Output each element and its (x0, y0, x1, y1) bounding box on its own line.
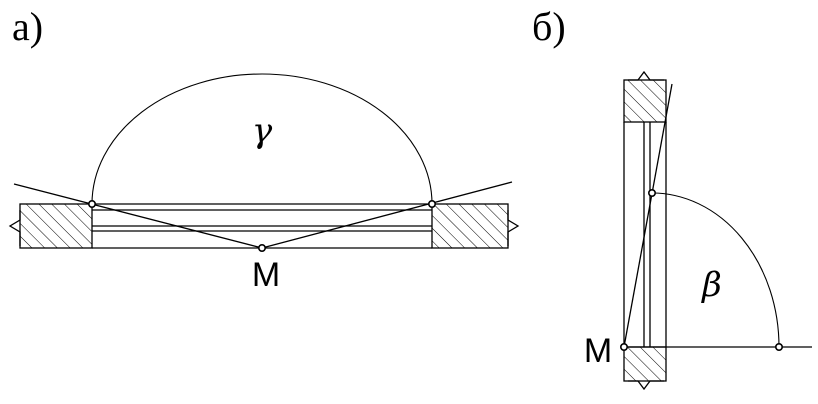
panel-a: а) γ М (8, 4, 520, 294)
sight-line-right (261, 181, 513, 249)
top-wall-break-mark (628, 70, 664, 81)
panel-b-label: б) (532, 4, 566, 49)
point-m-label-a: М (252, 256, 280, 294)
bottom-wall-hatched (623, 346, 667, 382)
angle-arc-beta (651, 192, 780, 348)
reference-end-point (774, 342, 783, 351)
bottom-wall-section (623, 346, 667, 391)
left-wall-break-mark (8, 210, 21, 246)
left-wall-hatched (19, 203, 93, 249)
window-opening-vertical (623, 122, 667, 347)
angle-label-gamma: γ (252, 111, 273, 151)
sight-line-vertical (623, 83, 673, 348)
angle-arc-gamma (91, 73, 433, 205)
right-wall-break-mark (507, 210, 520, 246)
opening-edge-point-right (427, 200, 436, 209)
top-wall-section (623, 70, 667, 123)
point-m-b (619, 342, 628, 351)
right-wall-hatched (431, 203, 509, 249)
point-m-a (257, 244, 266, 253)
panel-b: б) β М (532, 4, 812, 391)
opening-top-point (647, 189, 656, 198)
panel-a-label: а) (12, 4, 43, 49)
bottom-wall-break-mark (628, 380, 664, 391)
sight-line-left (13, 183, 263, 249)
opening-edge-point-left (88, 200, 97, 209)
top-wall-hatched (623, 79, 667, 123)
window-opening (92, 203, 432, 249)
right-wall-section (431, 203, 520, 249)
point-m-label-b: М (584, 332, 612, 370)
left-wall-section (8, 203, 93, 249)
angle-label-beta: β (700, 265, 722, 305)
